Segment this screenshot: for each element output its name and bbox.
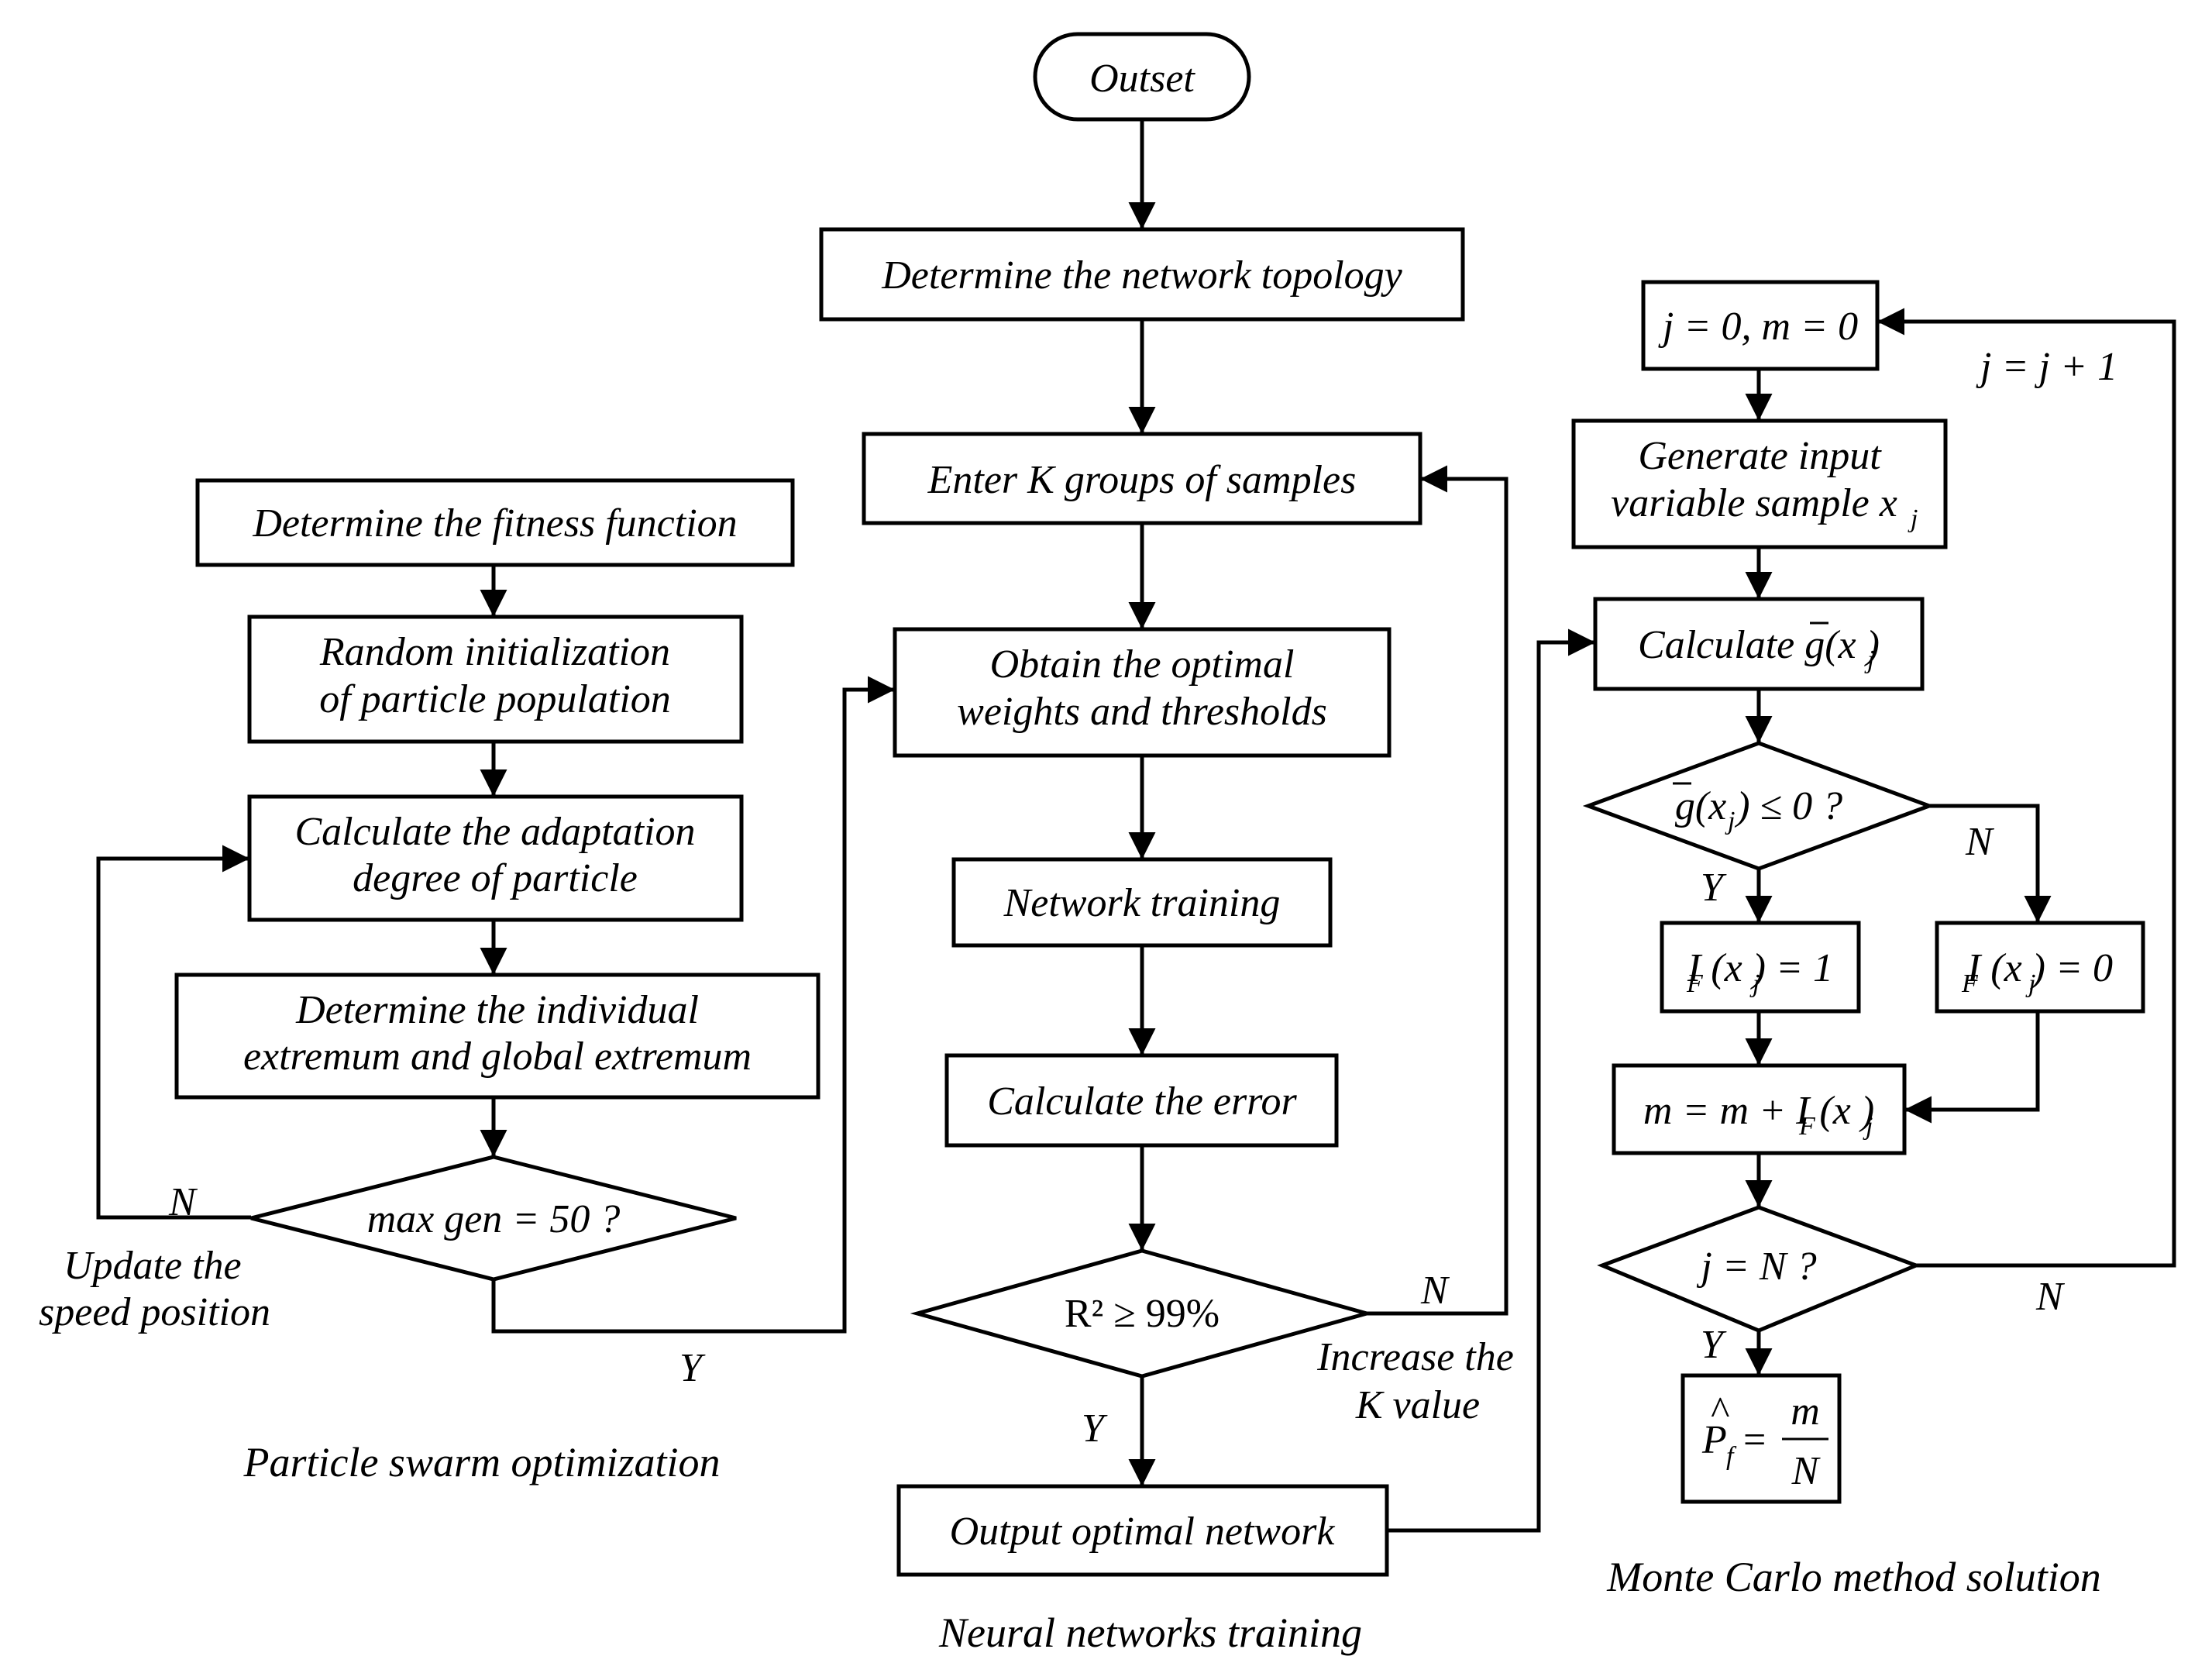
node-fitness-label: Determine the fitness function: [252, 501, 737, 546]
node-m-update-label: m = m + I (x ): [1643, 1089, 1874, 1133]
node-if-one-sub-f: F: [1686, 969, 1704, 998]
node-optimal-weights: Obtain the optimal weights and threshold…: [893, 627, 1392, 758]
node-pf-eq: =: [1743, 1418, 1766, 1462]
node-if-one-sub-j: j: [1749, 969, 1760, 998]
node-m-update-sub-j: j: [1863, 1112, 1873, 1141]
node-init-jm-label: j = 0, m = 0: [1658, 305, 1858, 349]
label-maxgen-no: N: [168, 1180, 198, 1224]
node-generate-sample-line1: Generate input: [1638, 434, 1882, 478]
node-outset: Outset: [1033, 32, 1251, 122]
node-pf-num: m: [1791, 1389, 1820, 1434]
flow-labels: j = j + 1 N Update the speed position Y …: [39, 345, 2117, 1451]
node-if-zero-label: I (x ) = 0: [1966, 946, 2113, 990]
node-if-zero-sub-j: j: [2025, 969, 2035, 998]
arrow-check-no-to-if-zero: [1929, 804, 2052, 923]
label-r2-yes: Y: [1082, 1406, 1108, 1451]
node-adaptation-line2: degree of particle: [353, 856, 638, 900]
node-generate-sample: Generate input variable sample x j: [1571, 418, 1948, 549]
node-m-update: m = m + I (x ) F j: [1612, 1063, 1907, 1155]
node-g-check-label: g(x ) ≤ 0 ?: [1675, 784, 1842, 828]
node-pf-lhs: P: [1701, 1418, 1727, 1462]
node-pf-den: N: [1791, 1449, 1822, 1493]
node-adaptation-line1: Calculate the adaptation: [294, 810, 695, 854]
arrow-maxgen-yes-to-weights: [491, 676, 895, 1334]
label-increase-k-2: K value: [1355, 1383, 1480, 1427]
node-init-jm: j = 0, m = 0: [1641, 280, 1880, 371]
node-if-one: I (x ) = 1 F j: [1660, 921, 1861, 1014]
node-enter-samples: Enter K groups of samples: [862, 432, 1422, 525]
node-adaptation: Calculate the adaptation degree of parti…: [247, 794, 744, 922]
caption-nn: Neural networks training: [938, 1609, 1362, 1656]
caption-pso: Particle swarm optimization: [243, 1439, 720, 1485]
label-update-speed-2: speed position: [39, 1290, 270, 1334]
caption-mc: Monte Carlo method solution: [1606, 1554, 2100, 1600]
label-j-check-yes: Y: [1701, 1323, 1727, 1367]
node-optimal-weights-line2: weights and thresholds: [957, 690, 1327, 734]
node-r2-check-label: R² ≥ 99%: [1065, 1292, 1220, 1336]
arrow-output-to-calc-g: [1387, 628, 1595, 1533]
node-g-check: g(x ) ≤ 0 ? j: [1582, 741, 1935, 871]
node-maxgen-check: max gen = 50 ?: [250, 1155, 737, 1282]
node-random-init: Random initialization of particle popula…: [247, 615, 744, 744]
node-if-zero: I (x ) = 0 F j: [1935, 921, 2145, 1014]
arrow-r2-no-to-enter-samples: [1367, 465, 1508, 1316]
label-g-check-no: N: [1965, 820, 1995, 864]
node-extremum: Determine the individual extremum and gl…: [174, 973, 820, 1100]
arrow-if-zero-to-m-update: [1904, 1011, 2040, 1124]
node-if-one-label: I (x ) = 1: [1687, 946, 1833, 990]
section-captions: Particle swarm optimization Neural netwo…: [243, 1439, 2100, 1656]
node-generate-sample-line2: variable sample x: [1611, 481, 1897, 525]
label-maxgen-yes: Y: [679, 1346, 706, 1390]
node-pf-result: ^ P f = m N: [1681, 1373, 1842, 1504]
label-update-speed-1: Update the: [64, 1244, 242, 1288]
node-topology: Determine the network topology: [819, 227, 1465, 322]
label-r2-no: N: [1420, 1269, 1450, 1313]
node-random-init-line2: of particle population: [319, 677, 671, 721]
label-increase-k-1: Increase the: [1316, 1335, 1514, 1379]
node-network-training-label: Network training: [1003, 881, 1281, 925]
label-j-check-no: N: [2035, 1275, 2066, 1319]
label-g-check-yes: Y: [1701, 866, 1727, 910]
node-output-network: Output optimal network: [896, 1484, 1389, 1577]
node-extremum-line1: Determine the individual: [295, 988, 699, 1032]
node-j-check: j = N ?: [1597, 1205, 1921, 1333]
label-increase-j: j = j + 1: [1976, 345, 2117, 389]
node-g-check-sub: j: [1725, 807, 1735, 835]
node-j-check-label: j = N ?: [1696, 1245, 1816, 1289]
node-calc-g: Calculate g(x ) j: [1593, 597, 1925, 691]
node-topology-label: Determine the network topology: [881, 253, 1402, 298]
node-calc-error-label: Calculate the error: [987, 1079, 1297, 1124]
arrow-maxgen-no-to-adaptation: [96, 845, 251, 1220]
connectors: [96, 119, 2176, 1533]
arrow-j-check-no-to-init: [1877, 308, 2176, 1268]
node-pf-hat: ^: [1710, 1389, 1729, 1434]
node-generate-sample-sub: j: [1908, 504, 1918, 533]
node-output-network-label: Output optimal network: [950, 1510, 1336, 1554]
node-r2-check: R² ≥ 99%: [910, 1248, 1374, 1379]
node-network-training: Network training: [951, 857, 1333, 948]
node-fitness: Determine the fitness function: [195, 478, 795, 567]
node-enter-samples-label: Enter K groups of samples: [927, 458, 1357, 502]
node-m-update-sub-f: F: [1798, 1112, 1816, 1141]
node-maxgen-check-label: max gen = 50 ?: [367, 1197, 621, 1241]
node-calc-g-sub: j: [1864, 645, 1874, 674]
node-calc-error: Calculate the error: [944, 1053, 1339, 1148]
node-optimal-weights-line1: Obtain the optimal: [990, 642, 1295, 687]
node-random-init-line1: Random initialization: [319, 630, 670, 674]
node-outset-label: Outset: [1089, 57, 1195, 101]
node-extremum-line2: extremum and global extremum: [243, 1035, 752, 1079]
node-calc-g-label: Calculate g(x ): [1638, 623, 1880, 667]
node-if-zero-sub-f: F: [1961, 969, 1979, 998]
